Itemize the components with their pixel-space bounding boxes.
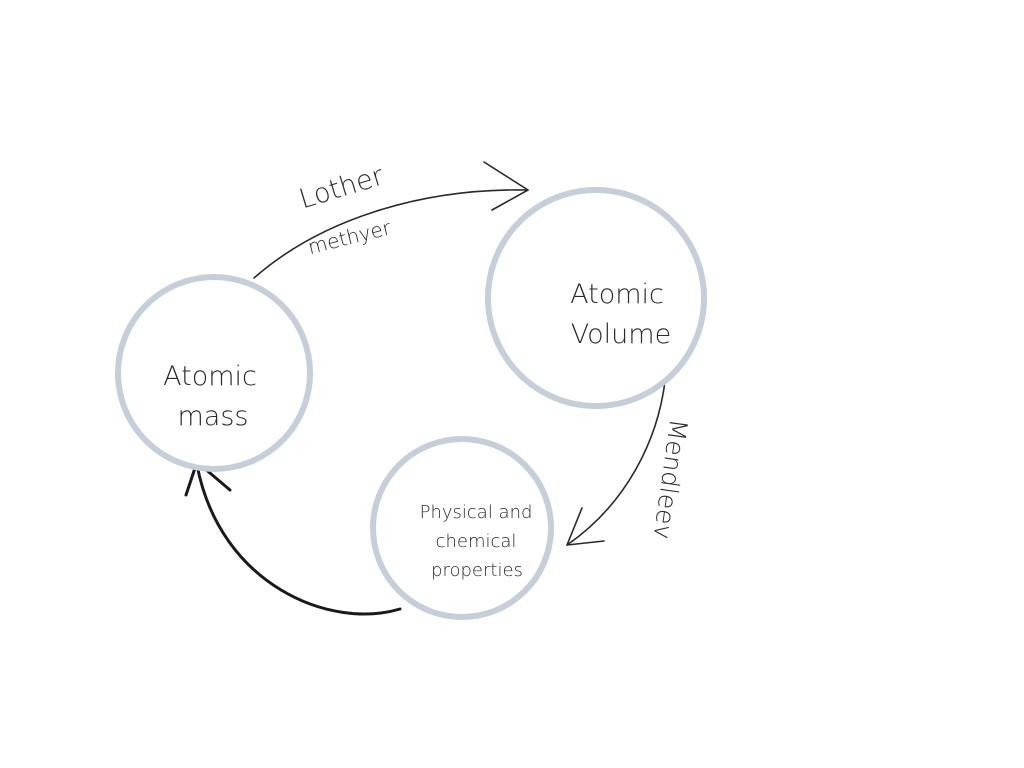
node-label-line1: Physical and bbox=[420, 502, 533, 523]
node-label-line2: Volume bbox=[571, 319, 671, 350]
edge-label-mendleev: Mendleev bbox=[648, 417, 694, 541]
arrow-mass-to-volume bbox=[253, 189, 529, 279]
edge-properties-to-mass bbox=[184, 460, 402, 616]
node-atomic-mass: Atomic mass bbox=[115, 274, 313, 472]
arrow-properties-to-mass bbox=[195, 463, 402, 616]
node-label-line2: mass bbox=[178, 401, 249, 432]
node-circle bbox=[115, 274, 313, 472]
node-label-line2: chemical bbox=[436, 531, 517, 552]
edge-label-lother: Lother bbox=[296, 160, 389, 215]
arrowhead-mass-to-volume bbox=[483, 161, 529, 211]
node-physical-chemical-properties: Physical and chemical properties bbox=[370, 436, 554, 620]
edge-mass-to-volume: Lother methyer bbox=[253, 160, 529, 279]
node-circle bbox=[485, 187, 707, 409]
node-label-line1: Atomic bbox=[163, 361, 257, 392]
node-circle bbox=[370, 436, 554, 620]
arrow-volume-to-properties bbox=[566, 371, 667, 546]
node-label-line3: properties bbox=[431, 560, 523, 581]
arrowhead-volume-to-properties bbox=[566, 507, 605, 546]
node-label-line1: Atomic bbox=[570, 279, 664, 310]
node-atomic-volume: Atomic Volume bbox=[485, 187, 707, 409]
edge-label-methyer: methyer bbox=[305, 215, 394, 259]
